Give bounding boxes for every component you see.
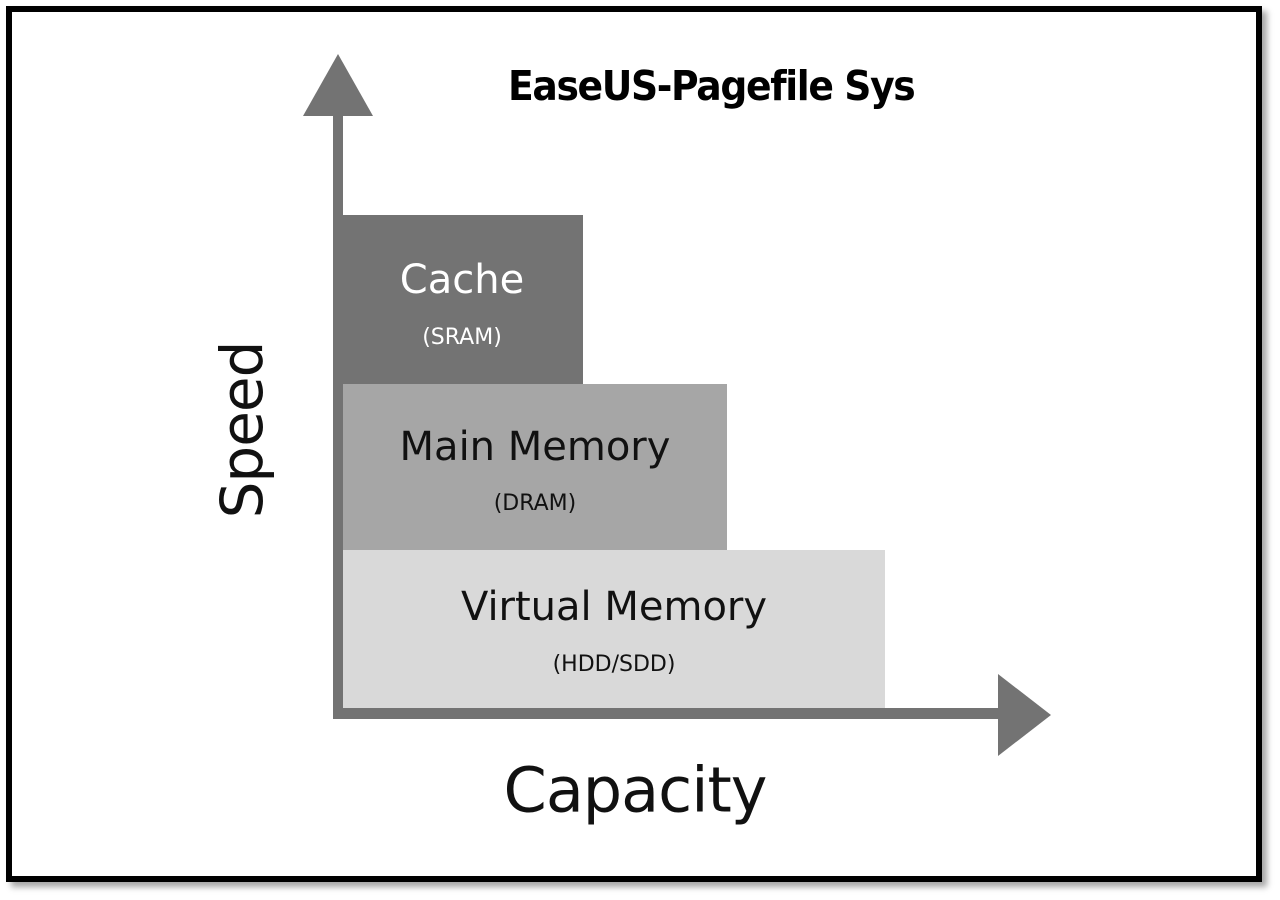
tier-label-cache: Cache <box>400 257 524 303</box>
diagram-title: EaseUS-Pagefile Sys <box>508 62 916 110</box>
tier-sublabel-cache: (SRAM) <box>422 325 502 350</box>
y-axis-line <box>333 112 343 719</box>
tier-block-cache <box>343 215 583 384</box>
tier-sublabel-main-memory: (DRAM) <box>494 491 577 516</box>
y-axis-label: Speed <box>208 341 276 519</box>
tier-block-virtual-memory <box>343 550 885 708</box>
x-axis-arrowhead-icon <box>998 674 1051 756</box>
tier-label-virtual-memory: Virtual Memory <box>461 584 767 630</box>
tier-block-main-memory <box>343 384 727 550</box>
tier-label-main-memory: Main Memory <box>400 424 671 470</box>
tier-sublabel-virtual-memory: (HDD/SDD) <box>553 652 676 677</box>
x-axis-line <box>333 708 1001 719</box>
y-axis-arrowhead-icon <box>303 54 373 116</box>
x-axis-label: Capacity <box>503 753 768 827</box>
